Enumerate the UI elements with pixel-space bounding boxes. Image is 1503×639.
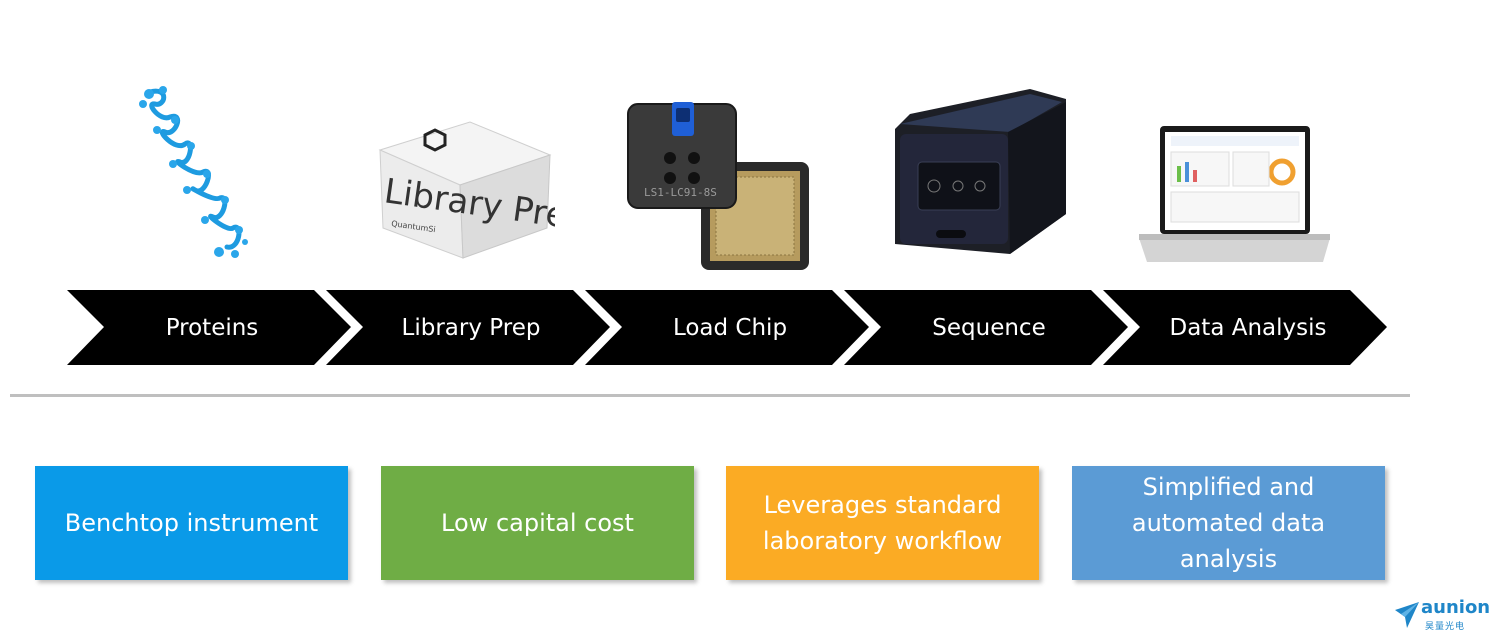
step-label-sequence: Sequence <box>932 314 1046 341</box>
feature-label-benchtop: Benchtop instrument <box>64 509 319 537</box>
step-label-data-analysis: Data Analysis <box>1169 314 1327 341</box>
library-prep-box-image: Library Prep QuantumSi <box>378 121 555 259</box>
logo-subtitle: 昊量光电 <box>1425 622 1466 632</box>
chevron-sequence <box>844 290 1128 365</box>
feature-label-low-cost: Low capital cost <box>441 509 634 537</box>
logo-name: aunion <box>1421 597 1491 618</box>
feature-label-data-analysis: Simplified and automated data analysis <box>1131 473 1326 573</box>
sequencer-instrument-image <box>895 89 1066 254</box>
feature-box-workflow: Leverages standard laboratory workflow <box>726 466 1039 580</box>
protein-helix-image <box>139 86 248 258</box>
chip-serial-text: LS1-LC91-8S <box>644 186 717 199</box>
step-label-load-chip: Load Chip <box>672 314 788 341</box>
feature-label-workflow: Leverages standard laboratory workflow <box>762 491 1003 555</box>
sequencing-chip-image: LS1-LC91-8S <box>627 102 809 270</box>
chevron-data-analysis <box>1103 290 1387 365</box>
chevron-proteins <box>67 290 351 365</box>
aunion-logo: aunion 昊量光电 <box>1393 597 1493 634</box>
feature-box-low-cost: Low capital cost <box>381 466 694 580</box>
step-label-library-prep: Library Prep <box>401 314 541 341</box>
paper-plane-icon <box>1395 602 1419 628</box>
laptop-data-analysis-image <box>1139 126 1330 262</box>
chevron-library-prep <box>326 290 610 365</box>
step-label-proteins: Proteins <box>165 314 259 341</box>
section-divider <box>10 394 1410 397</box>
chevron-load-chip <box>585 290 869 365</box>
feature-box-benchtop: Benchtop instrument <box>35 466 348 580</box>
feature-box-data-analysis: Simplified and automated data analysis <box>1072 466 1385 580</box>
